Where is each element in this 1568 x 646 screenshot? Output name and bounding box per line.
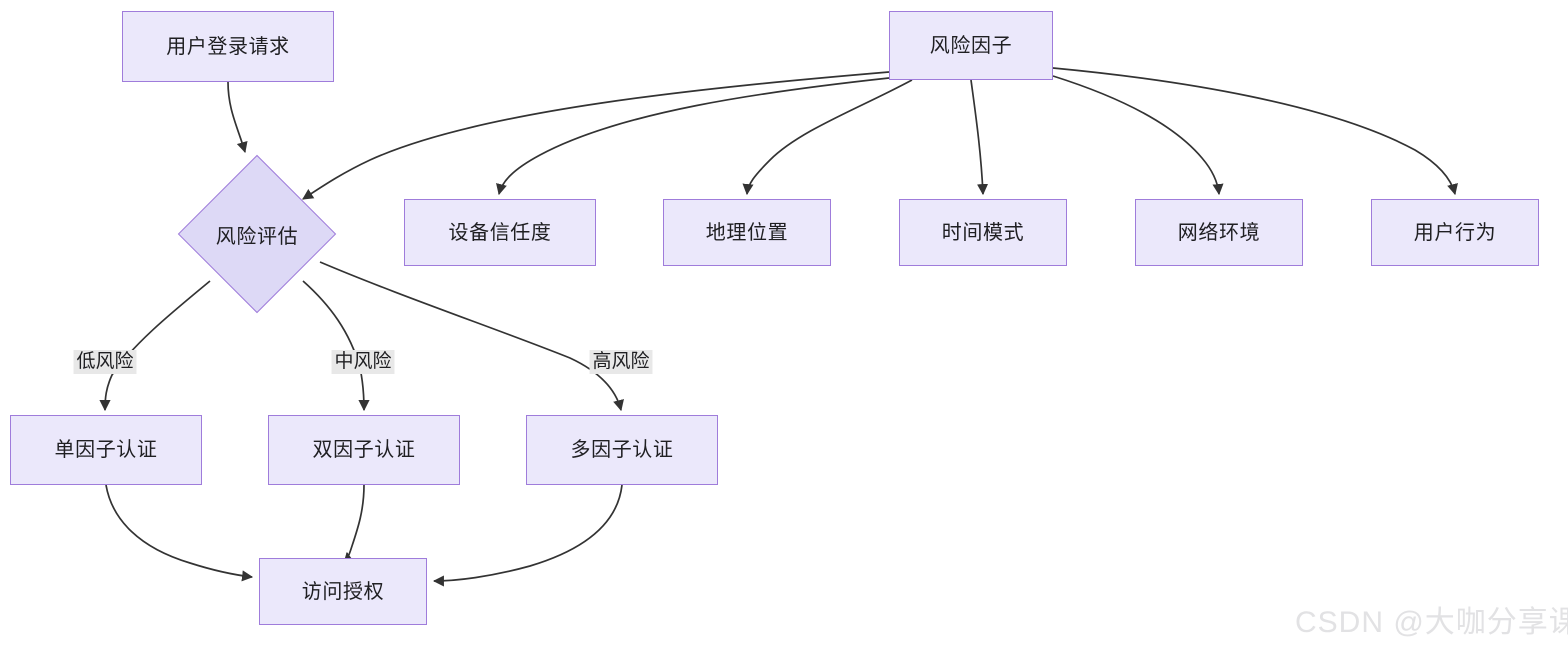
edge-factors-to-device (496, 77, 890, 196)
node-label: 时间模式 (941, 221, 1025, 244)
node-label: 单因子认证 (54, 439, 158, 461)
node-single-factor-auth[interactable]: 单因子认证 (10, 415, 202, 485)
node-access-granted[interactable]: 访问授权 (259, 558, 427, 625)
node-user-login-request[interactable]: 用户登录请求 (122, 11, 334, 82)
node-label: 用户行为 (1413, 221, 1497, 244)
edge-factors-to-timemode (970, 79, 989, 196)
node-label: 用户登录请求 (166, 35, 290, 58)
node-network-environment[interactable]: 网络环境 (1135, 199, 1303, 266)
edge-factors-to-network (1052, 75, 1224, 196)
edge-label-low-risk: 低风险 (73, 350, 137, 374)
watermark: CSDN @大咖分享课 (1295, 606, 1568, 639)
node-risk-assessment[interactable]: 风险评估 (177, 154, 337, 314)
node-geolocation[interactable]: 地理位置 (663, 199, 831, 266)
node-label: 访问授权 (301, 580, 385, 603)
node-label: 网络环境 (1177, 221, 1261, 244)
node-label: 风险评估 (215, 225, 299, 248)
edge-label-high-risk: 高风险 (589, 350, 653, 374)
node-two-factor-auth[interactable]: 双因子认证 (268, 415, 460, 485)
edge-twofa-to-grant (343, 484, 365, 564)
node-risk-factors[interactable]: 风险因子 (889, 11, 1053, 80)
node-multi-factor-auth[interactable]: 多因子认证 (526, 415, 718, 485)
edge-label-medium-risk: 中风险 (331, 350, 395, 374)
node-user-behavior[interactable]: 用户行为 (1371, 199, 1539, 266)
node-device-trust[interactable]: 设备信任度 (404, 199, 596, 266)
edge-factors-to-assess (302, 71, 890, 200)
node-label: 风险因子 (929, 34, 1013, 57)
node-label: 地理位置 (705, 221, 789, 244)
edge-mfa-to-grant (432, 484, 623, 587)
edge-assess-to-mfa (319, 261, 624, 412)
edge-sfa-to-grant (105, 484, 254, 582)
edge-factors-to-geo (742, 79, 913, 196)
node-label: 双因子认证 (312, 439, 416, 461)
edge-login-to-assess (227, 81, 248, 154)
node-time-pattern[interactable]: 时间模式 (899, 199, 1067, 266)
node-label: 多因子认证 (570, 439, 674, 461)
edge-factors-to-behavior (1052, 67, 1458, 196)
node-label: 设备信任度 (448, 221, 552, 244)
